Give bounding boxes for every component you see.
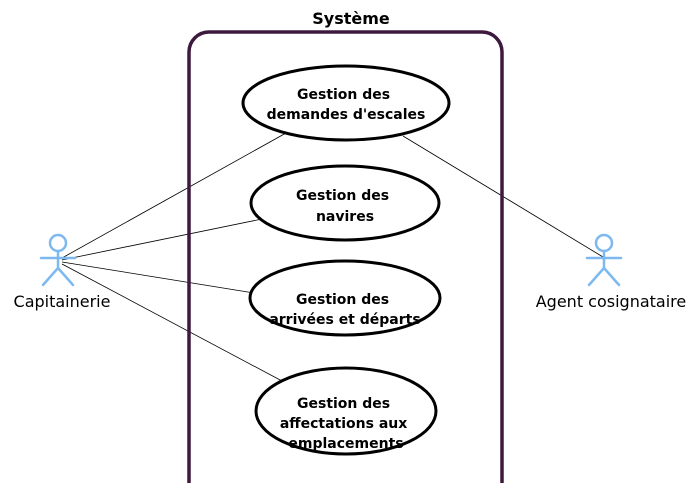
use-case-label: Gestion des arrivées et départs	[269, 292, 420, 328]
association-capitainerie-navires	[61, 218, 263, 261]
association-capitainerie-affectations	[61, 263, 283, 382]
actor-capitainerie[interactable]: Capitainerie	[14, 233, 111, 311]
use-case-navires[interactable]: Gestion des navires	[249, 164, 441, 242]
use-case-label: Gestion des affectations aux emplacement…	[280, 396, 412, 452]
system-title: Système	[312, 9, 390, 28]
actor-stick-figure-icon	[585, 233, 623, 287]
system-boundary: Système	[187, 9, 504, 483]
use-case-label: Gestion des demandes d'escales	[267, 87, 426, 123]
use-case-ellipse	[241, 64, 451, 142]
actor-agent-cosignataire[interactable]: Agent cosignataire	[536, 233, 687, 311]
use-case-ellipse	[254, 366, 438, 456]
use-case-ellipse	[249, 164, 441, 242]
association-capitainerie-escales	[61, 127, 296, 259]
actor-label: Capitainerie	[14, 292, 111, 311]
use-case-ellipse	[248, 259, 442, 337]
use-case-label: Gestion des navires	[296, 188, 394, 225]
system-boundary-frame	[187, 30, 504, 483]
use-case-arrivees-departs[interactable]: Gestion des arrivées et départs	[248, 259, 442, 337]
use-case-demandes-escales[interactable]: Gestion des demandes d'escales	[241, 64, 451, 142]
association-capitainerie-arrivees	[61, 261, 255, 294]
actor-label: Agent cosignataire	[536, 292, 687, 311]
use-case-affectations-emplacements[interactable]: Gestion des affectations aux emplacement…	[254, 366, 438, 456]
actor-stick-figure-icon	[39, 233, 77, 287]
